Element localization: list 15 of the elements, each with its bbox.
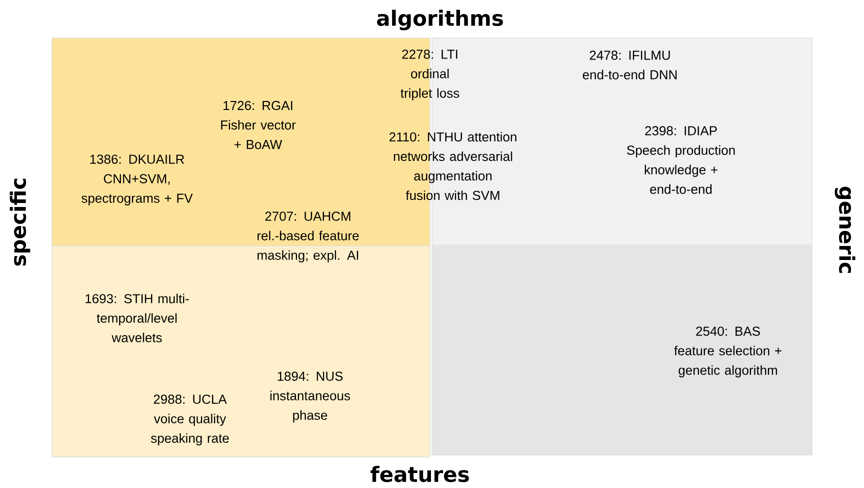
team-label: 1726: RGAI Fisher vector + BoAW	[221, 100, 296, 150]
team-label: 2540: BAS feature selection + genetic algorithm	[674, 326, 782, 378]
team-label: 1894: NUS instantaneous phase	[270, 372, 350, 422]
axis-label: specific	[10, 178, 30, 266]
team-label: 2478: IFILMU end-to-end DNN	[582, 50, 677, 80]
axis-label: generic	[834, 186, 856, 273]
team-label: 1693: STIH multi-temporal/level wavelets	[86, 294, 189, 342]
team-label: 2278: LTI ordinal triplet loss	[400, 50, 460, 100]
team-label: 2398: IDIAP Speech production knowledge + end-to-end	[627, 126, 735, 194]
axis-label: features	[370, 466, 469, 482]
team-label: 2988: UCLA voice quality speaking rate	[150, 394, 229, 446]
team-label: 1386: DKUAILR CNN+SVM, spectrograms + FV	[82, 154, 193, 206]
team-label: 2707: UAHCM rel.-based feature masking; expl. AI	[258, 212, 359, 262]
axis-label: algorithms	[377, 10, 503, 30]
team-label: 2110: NTHU attention networks adversarial augmentation fusion with SVM	[389, 132, 516, 200]
